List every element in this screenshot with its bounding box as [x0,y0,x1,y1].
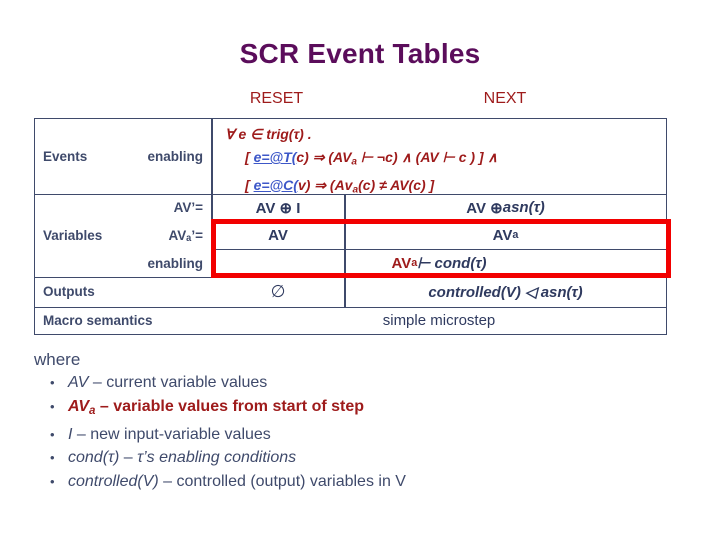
formula-open-bracket: [ [245,176,254,193]
where-dash: – [119,449,138,467]
where-term-subscript: a [89,404,96,417]
where-term: AV [68,397,90,415]
formula-after: c) ⇒ (AV [296,149,352,165]
row-sublabel-ava-prime: AVₐ’= [135,221,211,249]
row-sublabel-variables-enabling: enabling [135,249,211,277]
where-desc: variable values from start of step [113,397,365,415]
divider-sublabel-data [211,119,213,194]
scr-event-table: Events enabling AV’= AV ⊕ I AV ⊕ asn(τ) … [34,118,667,335]
row-label-events: Events [43,148,88,164]
row-label-macro-semantics: Macro semantics [43,313,153,328]
cell-text-italic: asn(τ) [502,199,545,216]
cell-av-prime-reset: AV ⊕ I [255,199,301,217]
where-dash: – [72,425,91,443]
formula-line-1: ∀ e ∈ trig(τ) . [225,126,312,142]
where-item-list: • AV – current variable values • AVa – var… [34,371,694,493]
formula-tail: (c) ≠ AV(c) ] [358,176,435,193]
bullet-icon: • [50,426,55,442]
bullet-icon: • [50,398,55,414]
where-label: where [34,350,81,369]
formula-tail: ⊢ ¬c) ∧ (AV ⊢ c ) ] ∧ [357,149,498,165]
divider-events-variables [35,193,666,195]
where-desc: current variable values [106,374,268,391]
row-sublabel-events-enabling: enabling [147,148,203,164]
formula-line-2: [ e=@T(c) ⇒ (AVa ⊢ ¬c) ∧ (AV ⊢ c ) ] ∧ [213,146,667,174]
cell-subscript: a [411,257,418,269]
sublabel-text: AV’= [173,200,203,215]
where-desc: controlled (output) variables in V [176,472,406,490]
where-dash: – [95,397,114,415]
formula-line-3: [ e=@C(v) ⇒ (Ava(c) ≠ AV(c) ] [213,174,667,202]
formula-subscript: a [352,184,359,196]
where-dash: – [158,472,177,490]
column-header-reset: RESET [249,90,304,107]
formula-after: v) ⇒ (Av [297,176,353,193]
page-title: SCR Event Tables [239,38,481,69]
cell-text-prefix: AV ⊕ [466,199,503,217]
formula-open-bracket: [ [245,149,254,165]
formula-link-at-c[interactable]: e=@C( [253,176,298,193]
cell-ava-prime-reset: AV [268,226,288,244]
row-label-variables: Variables [43,228,103,243]
where-legend: where • AV – current variable values • AVa… [34,350,694,493]
cell-subscript: a [512,229,519,241]
list-item: • cond(τ) – τ’s enabling conditions [34,446,694,470]
events-enabling-formula: ∀ e ∈ trig(τ) . [ e=@T(c) ⇒ (AVa ⊢ ¬c) ∧… [213,121,667,195]
cell-text-ava: AV [391,254,412,272]
divider-reset-next [344,193,346,307]
list-item: • AVa – variable values from start of ste… [34,395,694,423]
sublabel-text: enabling [147,255,203,271]
cell-av-prime-next: AV ⊕ asn(τ) [345,194,666,221]
where-term: controlled(V) [68,472,159,490]
where-dash: – [88,374,107,391]
cell-text: AV [492,226,513,244]
cell-outputs-next: controlled(V) ◁ asn(τ) [428,283,583,301]
where-term: AV [68,374,89,391]
row-label-outputs: Outputs [43,284,95,299]
where-desc: new input-variable values [90,425,271,443]
row-sublabel-av-prime: AV’= [135,194,211,221]
list-item: • AV – current variable values [34,371,694,395]
list-item: • I – new input-variable values [34,423,694,447]
formula-subscript: a [351,156,358,168]
cell-outputs-reset: ∅ [270,281,286,301]
formula-link-at-t[interactable]: e=@T( [253,149,297,165]
where-desc: τ’s enabling conditions [137,449,297,467]
bullet-icon: • [50,473,55,489]
divider-avaprime-enabling [211,248,666,250]
column-header-next: NEXT [483,90,527,107]
sublabel-text: AVₐ’= [168,227,203,243]
cell-macro-semantics-merged: simple microstep [382,312,496,329]
bullet-icon: • [50,375,55,390]
where-term: I [68,425,73,443]
bullet-icon: • [50,450,55,466]
list-item: • controlled(V) – controlled (output) var… [34,470,694,494]
where-term: cond(τ) [68,449,120,467]
cell-text-cond: ⊢ cond(τ) [417,255,487,272]
divider-outputs-macro [35,306,666,308]
